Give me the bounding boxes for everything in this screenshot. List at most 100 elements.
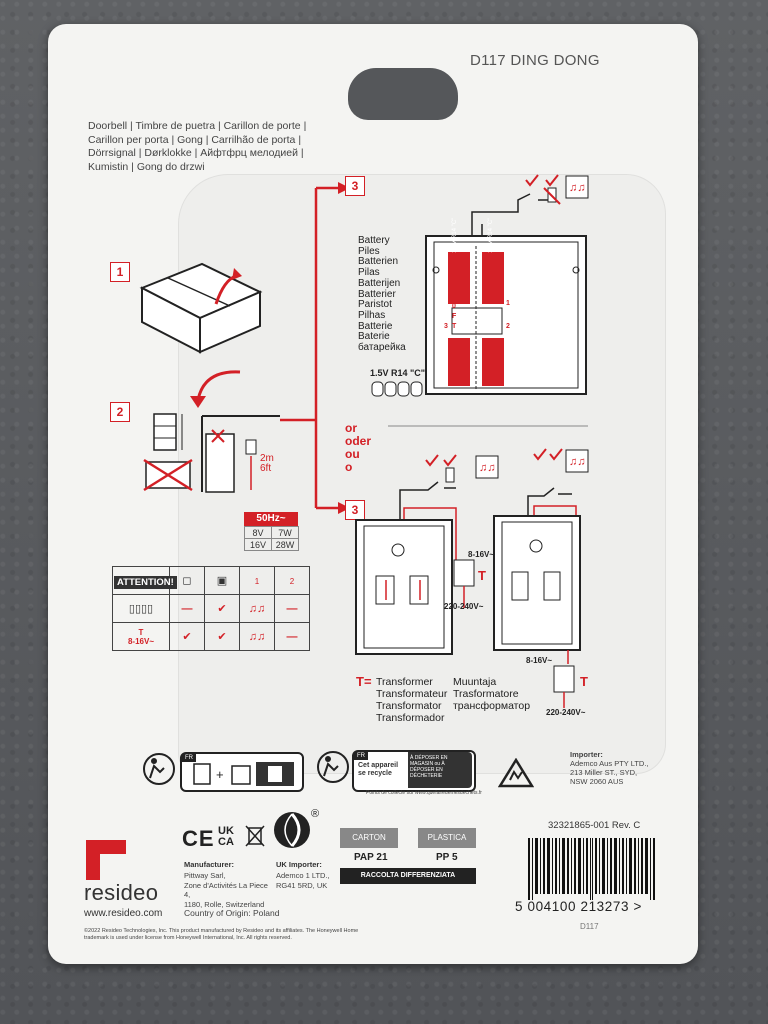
sorting-icons: + [193, 762, 294, 786]
battery-word: Batterijen [358, 277, 401, 289]
col-marker: 1 [254, 576, 260, 586]
check-mark: ✔ [204, 594, 240, 623]
sorting-info-panel: FR + [180, 752, 304, 792]
transformer-word: трансформатор [453, 700, 531, 712]
deposit-options: À DÉPOSER EN MAGASIN ou À DÉPOSER EN DÉC… [408, 752, 472, 788]
battery-cell-label: 1.5V R14 "C" [452, 217, 458, 253]
music-mark: ♫♫ [239, 594, 275, 623]
uk-importer-title: UK Importer: [276, 860, 322, 869]
battery-spec: 1.5V R14 "C" [370, 368, 426, 378]
or-word: o [345, 460, 353, 474]
transformer-word: Transformateur [376, 688, 448, 700]
deposit-dump-text: À DÉPOSER EN DÉCHETERIE [410, 761, 445, 779]
small-model-label: D117 [580, 922, 599, 931]
trash-person-icon [143, 753, 175, 785]
ce-mark: CE [182, 826, 215, 851]
mount-height-label: 2m 6ft [260, 453, 274, 474]
uk-importer-address: Ademco 1 LTD., RG41 5RD, UK [276, 871, 346, 890]
step-1-badge: 1 [110, 262, 130, 282]
transformer-word: Muuntaja [453, 676, 497, 688]
battery-word: Batterier [358, 288, 396, 300]
importer-line: NSW 2060 AUS [570, 777, 624, 786]
transformer-word-list: Muuntaja Trasformatore трансформатор [453, 676, 543, 712]
transformer-word: Transformator [376, 700, 442, 712]
part-number: 32321865-001 Rev. C [548, 820, 641, 831]
or-word-list: or oder ou o [345, 422, 385, 474]
fr-badge: FR [182, 754, 196, 762]
chime-box-icon [139, 262, 263, 354]
manufacturer-title: Manufacturer: [184, 860, 235, 869]
mains-voltage: 220-240V~ [444, 602, 484, 611]
raccolta-banner: RACCOLTA DIFFERENZIATA [340, 868, 476, 884]
battery-word: Paristot [358, 299, 392, 311]
power-cell: 8V [244, 526, 272, 539]
battery-word: Piles [358, 245, 380, 257]
power-cell: 16V [244, 538, 272, 551]
mounting-position-icon [143, 413, 280, 493]
switch-label: 0 [452, 303, 456, 310]
curved-arrow-icon [190, 370, 241, 408]
manufacturer-address: Pittway Sarl, Zone d'Activités La Piece … [184, 871, 274, 909]
mains-voltage: 220-240V~ [546, 708, 586, 717]
brand-url: www.resideo.com [84, 908, 163, 919]
or-word: or [345, 421, 357, 435]
copyright-text: ©2022 Resideo Technologies, Inc. This pr… [84, 928, 359, 941]
power-cell: 28W [271, 538, 299, 551]
brand-name: resideo [84, 880, 159, 905]
attention-header-cell: 1 [239, 566, 275, 595]
battery-cell-label: 1.5V R14 "C" [488, 217, 494, 253]
terminal-label: 1 [506, 300, 510, 307]
terminal-label: 2 [506, 323, 510, 330]
material-code: PAP 21 [354, 852, 388, 863]
button-sound-icons: ♫♫ [525, 174, 589, 205]
uk-importer-line: RG41 5RD, UK [276, 880, 328, 890]
recycling-url: Points de collecte sur www.quefairedemes… [366, 790, 482, 796]
fr-badge: FR [354, 752, 368, 760]
svg-text:+: + [216, 767, 224, 782]
transformer-wiring-diagram-left [355, 481, 475, 655]
transformer-voltage: 8-16V~ [526, 656, 553, 665]
importer-line: 213 Miller ST., SYD, [570, 768, 638, 777]
deposit-or-text: ou [434, 761, 441, 767]
check-mark: ✔ [204, 622, 240, 651]
material-label: PLASTICA [418, 828, 476, 848]
weee-bin-icon [245, 825, 265, 847]
transformer-symbol: T [580, 674, 588, 689]
uk-importer-line: Ademco 1 LTD., [276, 871, 330, 880]
battery-word: Pilhas [358, 309, 386, 321]
battery-word: Batterie [358, 320, 393, 332]
battery-word: Battery [358, 235, 390, 246]
manufacturer-line: Zone d'Activités La Piece 4, [184, 880, 268, 900]
barcode-number: 5 004100 213273 > [515, 899, 642, 914]
transformer-wiring-diagram-right [493, 487, 581, 708]
model-name: D117 DING DONG [470, 52, 600, 69]
button-sound-icons: ♫♫ [533, 448, 589, 473]
power-table-header: 50Hz~ [244, 512, 298, 526]
battery-cells-icon [371, 381, 423, 397]
importer-title: Importer: [570, 750, 603, 759]
flow-connector-lines [280, 182, 350, 514]
dash-mark: — [274, 594, 310, 623]
col-marker: 2 [289, 576, 295, 586]
product-names: Doorbell | Timbre de puetra | Carillon d… [88, 120, 307, 173]
divider-line [388, 425, 588, 427]
battery-word: Pilas [358, 267, 380, 279]
attention-label: ATTENTION! [114, 576, 177, 589]
material-code: PP 5 [436, 852, 458, 863]
transformer-word: Trasformatore [453, 688, 519, 700]
step-3-battery-badge: 3 [345, 176, 365, 196]
terminal-label: 3 [444, 323, 448, 330]
switch-label: T [452, 323, 457, 330]
battery-word: Baterie [358, 331, 390, 343]
check-mark: ✔ [169, 622, 205, 651]
music-mark: ♫♫ [239, 622, 275, 651]
hang-hole [348, 68, 458, 120]
power-cell: 7W [271, 526, 299, 539]
svg-text:♫♫: ♫♫ [569, 456, 586, 468]
registered-mark: ® [311, 808, 320, 820]
battery-row-icon: ▯▯▯▯ [112, 594, 170, 623]
recycle-info-panel: FR Cet appareil se recycle À DÉPOSER EN … [352, 750, 476, 792]
resideo-logo-icon [86, 840, 126, 880]
button-sound-icons: ♫♫ [425, 454, 499, 483]
attention-header-cell: ▣ [204, 566, 240, 595]
